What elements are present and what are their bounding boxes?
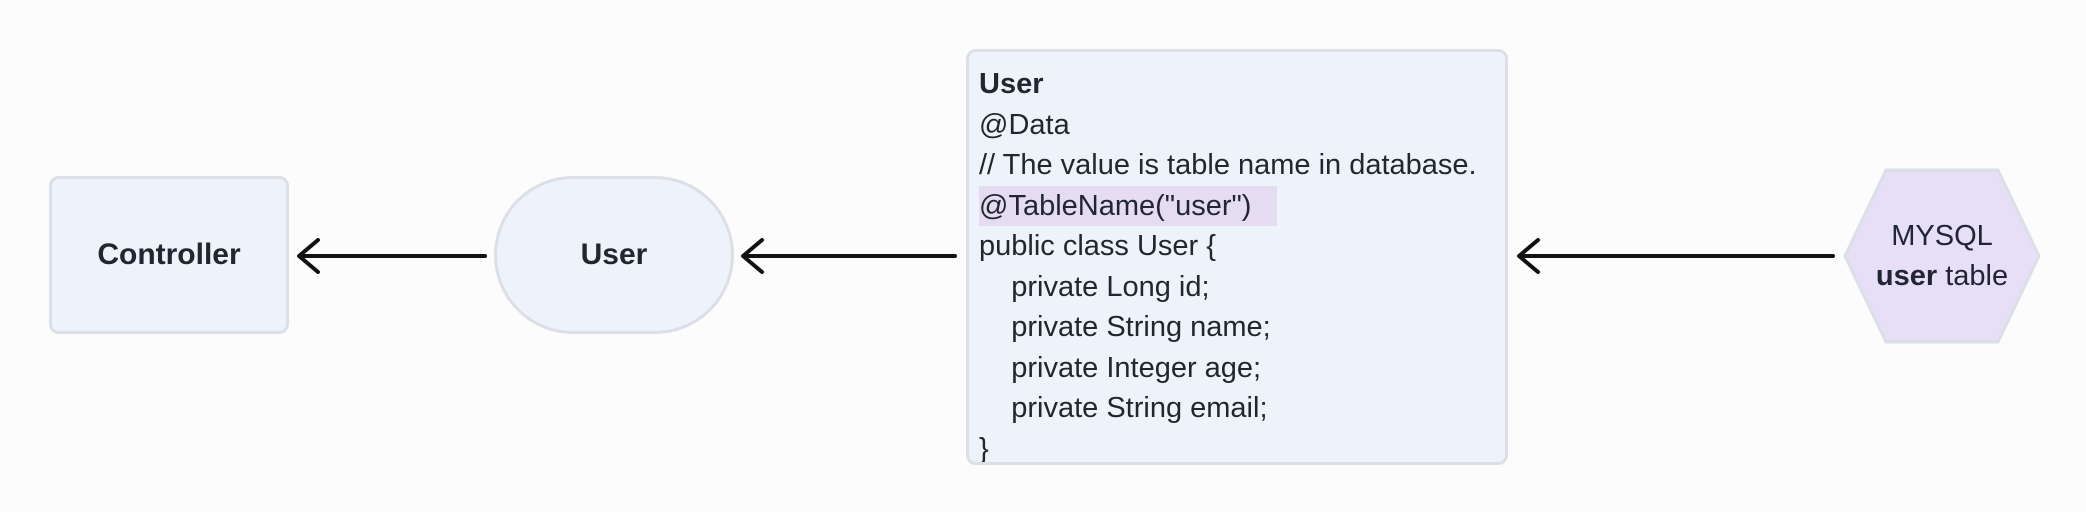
user-class-title: User bbox=[979, 68, 1044, 100]
mysql-table-suffix: table bbox=[1937, 260, 2009, 292]
mysql-line-1: MYSQL bbox=[1891, 220, 1993, 252]
user-class-node[interactable]: User @Data // The value is table name in… bbox=[966, 49, 1508, 465]
hexagon-shape bbox=[1843, 168, 2041, 344]
highlighted-code-line: @TableName("user") bbox=[979, 185, 1278, 226]
code-line: private Integer age; bbox=[979, 351, 1262, 384]
controller-label: Controller bbox=[97, 238, 241, 271]
arrow-mysql-to-class bbox=[1517, 238, 1835, 274]
user-entity-label: User bbox=[580, 238, 648, 271]
user-entity-node[interactable]: User bbox=[494, 176, 734, 334]
mysql-node[interactable]: MYSQL user table bbox=[1842, 168, 2042, 344]
arrow-class-to-user bbox=[741, 238, 957, 274]
code-line: @Data bbox=[979, 108, 1070, 141]
mysql-table-name: user bbox=[1875, 260, 1938, 292]
code-line: private String name; bbox=[979, 311, 1271, 343]
mysql-label: MYSQL user table bbox=[1842, 168, 2042, 344]
controller-node[interactable]: Controller bbox=[49, 176, 289, 334]
code-line: public class User { bbox=[979, 230, 1216, 262]
code-line: private String email; bbox=[979, 392, 1268, 424]
code-line: // The value is table name in database. bbox=[979, 149, 1477, 181]
code-line: private Long id; bbox=[979, 270, 1210, 303]
mysql-line-2: user table bbox=[1876, 256, 2008, 296]
arrow-user-to-controller bbox=[297, 238, 487, 274]
code-line: } bbox=[979, 432, 989, 465]
